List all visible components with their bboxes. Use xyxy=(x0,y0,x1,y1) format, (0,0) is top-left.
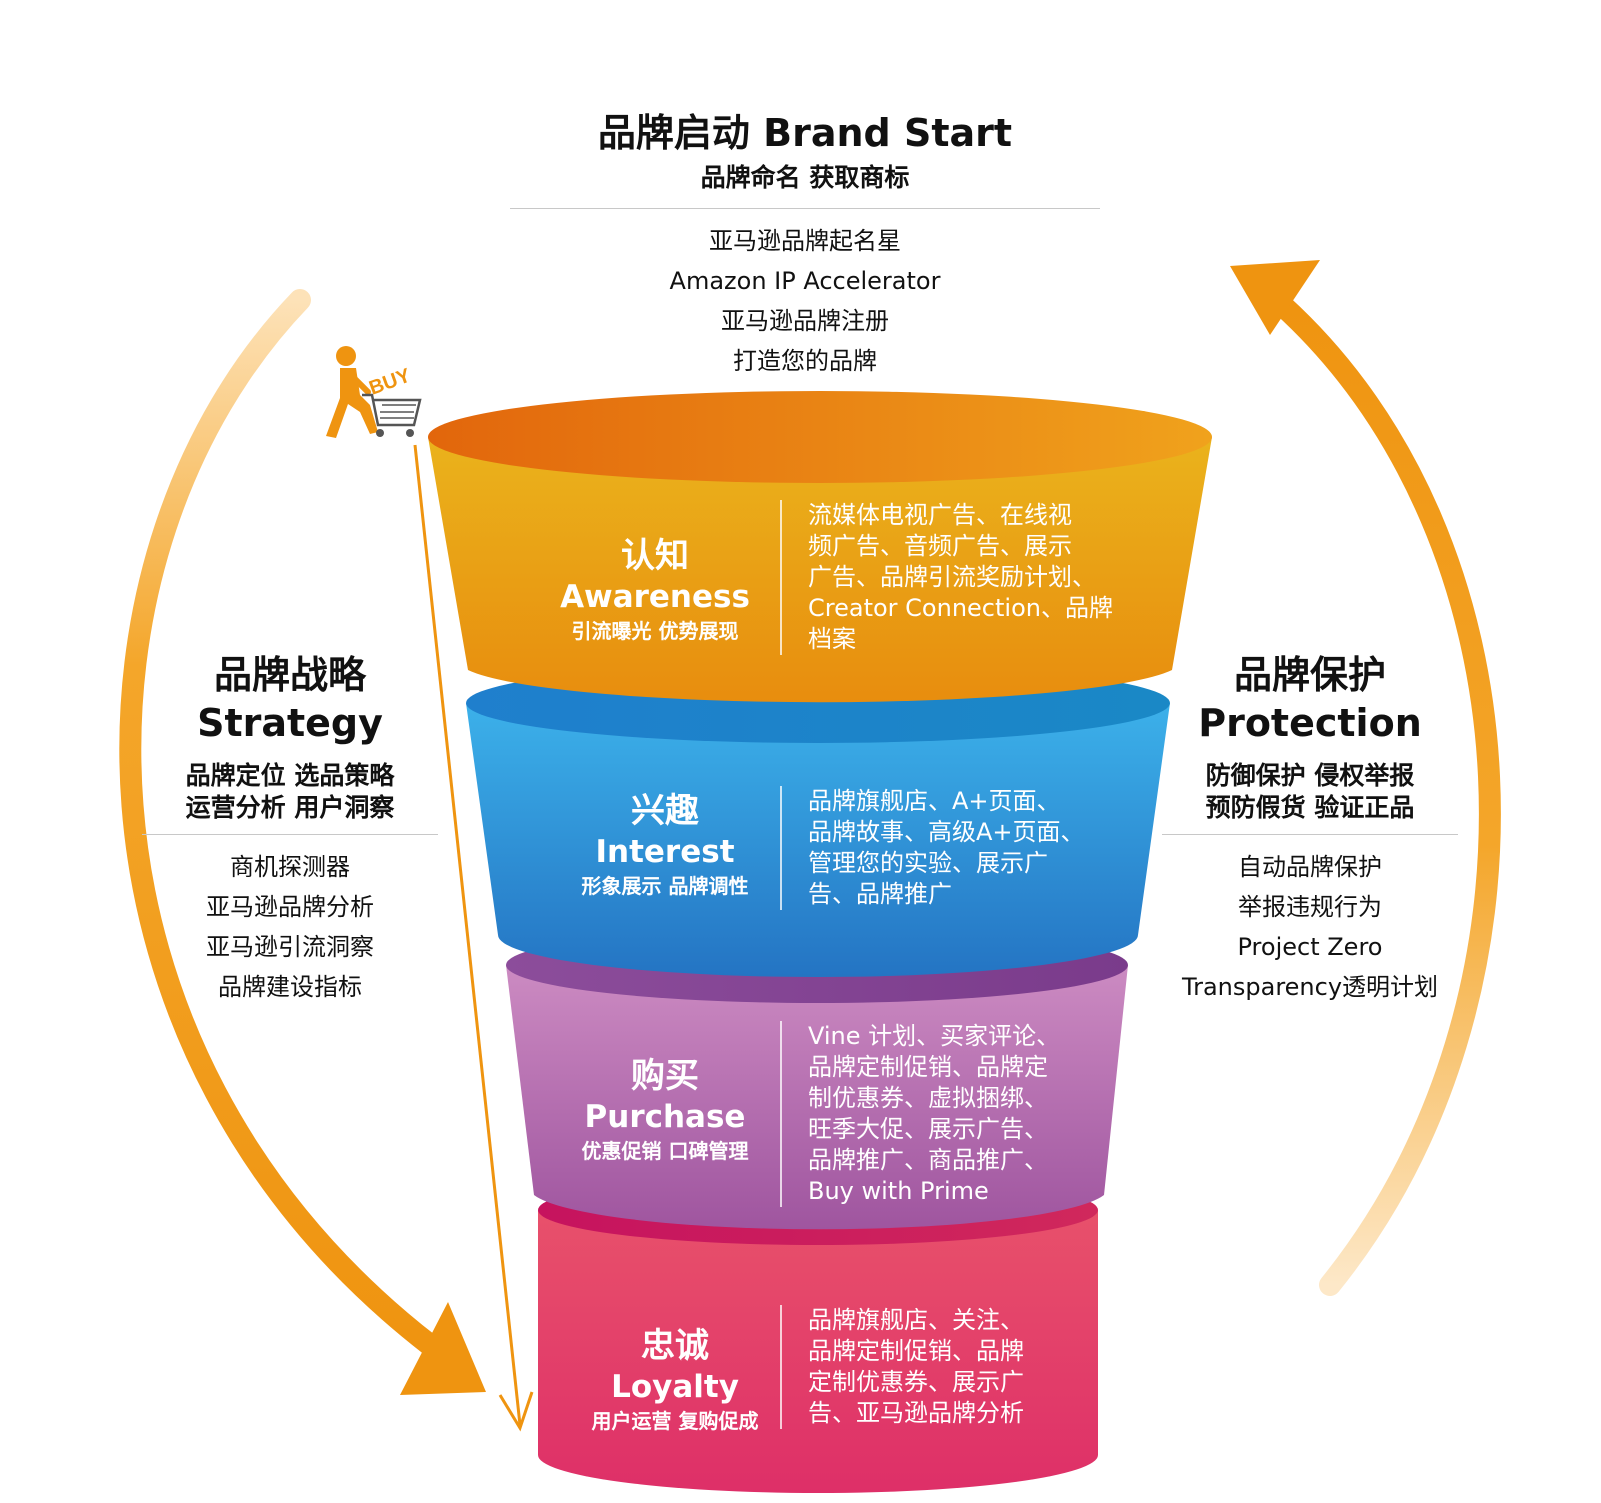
interest-title: 兴趣 Interest 形象展示 品牌调性 xyxy=(545,790,785,900)
strategy-section: 品牌战略 Strategy 品牌定位 选品策略 运营分析 用户洞察 商机探测器 … xyxy=(140,652,440,1007)
interest-tagline: 形象展示 品牌调性 xyxy=(581,874,749,898)
shopper-path-arrow xyxy=(413,444,534,1432)
awareness-desc-line: 频广告、音频广告、展示 xyxy=(808,532,1072,560)
strategy-item: 亚马逊引流洞察 xyxy=(206,933,374,961)
loyalty-title: 忠诚 Loyalty 用户运营 复购促成 xyxy=(555,1325,795,1435)
strategy-title-en: Strategy xyxy=(197,701,383,745)
loyalty-title-en: Loyalty xyxy=(611,1369,739,1405)
brand-start-divider xyxy=(510,208,1100,209)
strategy-title-cn: 品牌战略 xyxy=(213,653,366,697)
brand-start-item: Amazon IP Accelerator xyxy=(669,267,941,295)
interest-title-cn: 兴趣 xyxy=(631,791,699,831)
awareness-desc-line: 广告、品牌引流奖励计划、 xyxy=(808,563,1096,591)
protection-title-cn: 品牌保护 xyxy=(1233,653,1386,697)
purchase-tagline: 优惠促销 口碑管理 xyxy=(581,1139,749,1163)
interest-desc-line: 品牌故事、高级A+页面、 xyxy=(808,818,1085,846)
purchase-title-cn: 购买 xyxy=(631,1056,699,1096)
awareness-title-cn: 认知 xyxy=(621,536,689,576)
purchase-desc-line: Buy with Prime xyxy=(808,1177,989,1205)
protection-divider xyxy=(1162,834,1458,835)
purchase-title: 购买 Purchase 优惠促销 口碑管理 xyxy=(545,1055,785,1165)
protection-title-en: Protection xyxy=(1198,701,1422,745)
strategy-item: 商机探测器 xyxy=(230,853,350,881)
purchase-desc-line: 旺季大促、展示广告、 xyxy=(808,1115,1048,1143)
interest-description: 品牌旗舰店、A+页面、 品牌故事、高级A+页面、 管理您的实验、展示广 告、品牌… xyxy=(780,786,1138,910)
interest-desc-line: 品牌旗舰店、A+页面、 xyxy=(808,787,1061,815)
purchase-description: Vine 计划、买家评论、 品牌定制促销、品牌定 制优惠券、虚拟捆绑、 旺季大促… xyxy=(780,1021,1118,1207)
awareness-desc-line: 流媒体电视广告、在线视 xyxy=(808,501,1072,529)
protection-item: Transparency透明计划 xyxy=(1181,973,1439,1001)
strategy-item: 品牌建设指标 xyxy=(218,973,362,1001)
protection-item: Project Zero xyxy=(1237,933,1383,961)
purchase-desc-line: 品牌定制促销、品牌定 xyxy=(808,1053,1048,1081)
protection-subtitle: 防御保护 侵权举报 xyxy=(1205,761,1415,790)
loyalty-tagline: 用户运营 复购促成 xyxy=(591,1409,759,1433)
protection-item: 举报违规行为 xyxy=(1238,893,1382,921)
brand-start-section: 品牌启动 Brand Start 品牌命名 获取商标 亚马逊品牌起名星 Amaz… xyxy=(505,110,1105,381)
loyalty-desc-line: 品牌定制促销、品牌 xyxy=(808,1337,1024,1365)
shopper-cart-icon: BUY xyxy=(326,346,422,438)
awareness-title-en: Awareness xyxy=(560,579,750,615)
loyalty-desc-line: 品牌旗舰店、关注、 xyxy=(808,1306,1024,1334)
strategy-divider xyxy=(142,834,438,835)
right-cycle-arrow xyxy=(1230,260,1501,1296)
strategy-item: 亚马逊品牌分析 xyxy=(206,893,374,921)
strategy-subtitle: 品牌定位 选品策略 xyxy=(185,761,395,790)
awareness-tagline: 引流曝光 优势展现 xyxy=(571,619,739,643)
interest-desc-line: 管理您的实验、展示广 xyxy=(808,849,1048,877)
awareness-desc-line: 档案 xyxy=(808,625,856,653)
purchase-desc-line: Vine 计划、买家评论、 xyxy=(808,1022,1061,1050)
protection-subtitle: 预防假货 验证正品 xyxy=(1205,793,1415,822)
awareness-title: 认知 Awareness 引流曝光 优势展现 xyxy=(535,535,775,645)
purchase-desc-line: 品牌推广、商品推广、 xyxy=(808,1146,1048,1174)
loyalty-desc-line: 定制优惠券、展示广 xyxy=(808,1368,1024,1396)
protection-item: 自动品牌保护 xyxy=(1238,853,1382,881)
left-cycle-arrow xyxy=(119,289,486,1395)
strategy-subtitle: 运营分析 用户洞察 xyxy=(185,793,395,822)
interest-desc-line: 告、品牌推广 xyxy=(808,880,952,908)
funnel-layer-awareness xyxy=(428,391,1212,703)
brand-start-item: 打造您的品牌 xyxy=(733,347,877,375)
purchase-title-en: Purchase xyxy=(584,1099,746,1135)
brand-start-subtitle: 品牌命名 获取商标 xyxy=(700,163,910,192)
awareness-description: 流媒体电视广告、在线视 频广告、音频广告、展示 广告、品牌引流奖励计划、 Cre… xyxy=(780,500,1148,655)
brand-start-item: 亚马逊品牌起名星 xyxy=(709,227,901,255)
loyalty-desc-line: 告、亚马逊品牌分析 xyxy=(808,1399,1024,1427)
brand-start-item: 亚马逊品牌注册 xyxy=(721,307,889,335)
loyalty-description: 品牌旗舰店、关注、 品牌定制促销、品牌 定制优惠券、展示广 告、亚马逊品牌分析 xyxy=(780,1305,1098,1429)
loyalty-title-cn: 忠诚 xyxy=(641,1326,709,1366)
awareness-desc-line: Creator Connection、品牌 xyxy=(808,594,1113,622)
interest-title-en: Interest xyxy=(595,834,735,870)
protection-section: 品牌保护 Protection 防御保护 侵权举报 预防假货 验证正品 自动品牌… xyxy=(1160,652,1460,1007)
purchase-desc-line: 制优惠券、虚拟捆绑、 xyxy=(808,1084,1048,1112)
buy-label: BUY xyxy=(366,364,414,399)
brand-start-title: 品牌启动 Brand Start xyxy=(597,111,1013,155)
